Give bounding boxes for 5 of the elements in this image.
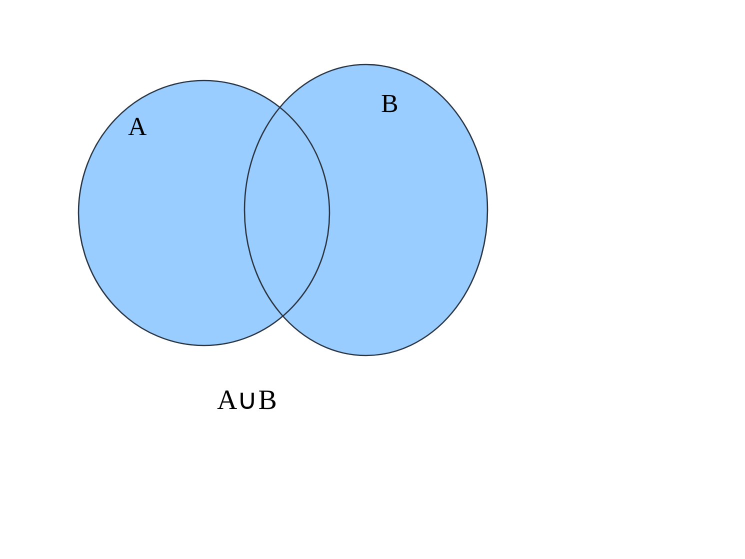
- set-label: A: [128, 114, 147, 140]
- set-ellipse: [244, 64, 488, 356]
- set-ellipse: [78, 80, 330, 346]
- set-label: B: [381, 91, 398, 117]
- caption: A∪B: [217, 387, 277, 415]
